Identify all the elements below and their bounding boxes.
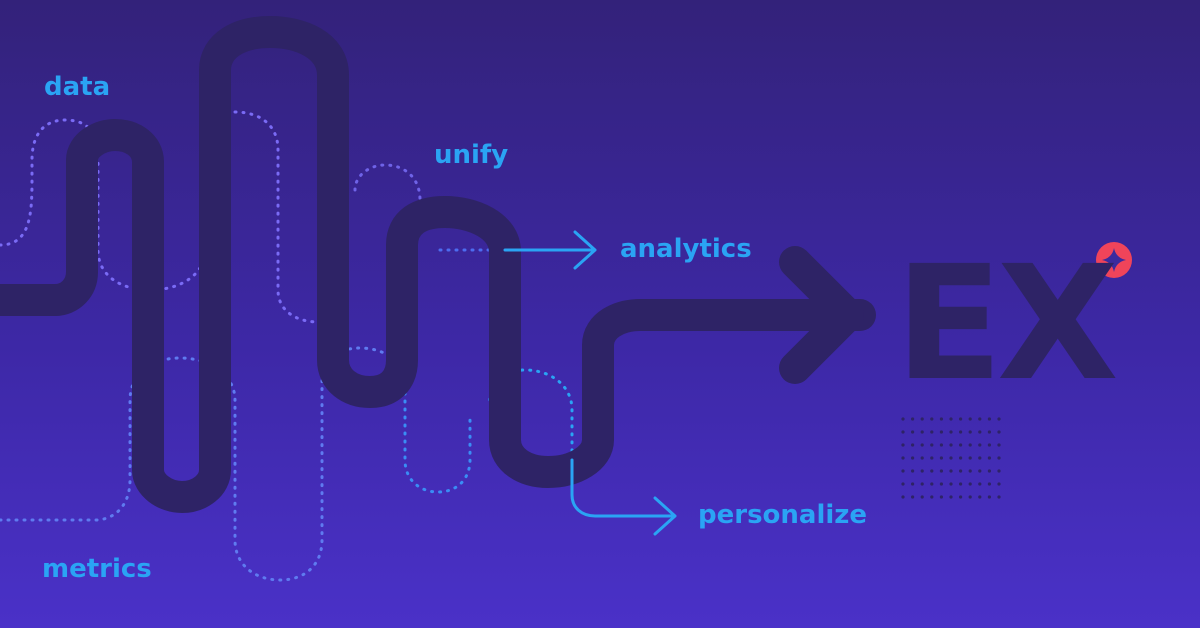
main-winding-path [0,16,876,513]
grid-dot [901,443,905,447]
label-analytics: analytics [620,234,752,264]
grid-dot [930,482,934,486]
grid-dot [949,430,953,434]
grid-dot [920,469,924,473]
grid-dot [987,469,992,473]
grid-dot [930,443,934,447]
label-metrics: metrics [42,554,152,584]
grid-dot [949,417,953,421]
grid-dot [920,443,924,447]
grid-dot [987,495,992,499]
grid-dot [920,430,924,434]
grid-dot [949,443,953,447]
grid-dot [968,469,972,473]
dot-grid [901,417,1001,499]
grid-dot [997,430,1001,434]
grid-dot [987,482,992,486]
grid-dot [911,469,915,473]
grid-dot [901,495,905,499]
grid-dot [959,456,963,460]
grid-dot [959,417,963,421]
grid-dot [930,417,934,421]
dotted-loop-mid [403,383,472,494]
dotted-loop-top [233,110,320,324]
grid-dot [959,443,963,447]
grid-dot [911,430,915,434]
grid-dot [939,495,944,499]
grid-dot [939,469,944,473]
grid-dot [939,430,944,434]
grid-dot [901,469,905,473]
grid-dot [959,469,963,473]
grid-dot [939,456,944,460]
grid-dot [959,495,963,499]
grid-dot [911,482,915,486]
grid-dot [959,482,963,486]
grid-dot [987,430,992,434]
grid-dot [997,456,1001,460]
grid-dot [968,495,972,499]
grid-dot [978,469,982,473]
grid-dot [978,456,982,460]
arrow-right-icon [570,458,677,536]
label-unify: unify [434,140,509,170]
grid-dot [949,482,953,486]
grid-dot [997,469,1001,473]
grid-dot [901,430,905,434]
grid-dot [911,417,915,421]
main-arrow-head [779,246,864,384]
grid-dot [997,443,1001,447]
grid-dot [978,417,982,421]
grid-dot [997,482,1001,486]
grid-dot [930,469,934,473]
grid-dot [997,495,1001,499]
grid-dot [911,443,915,447]
grid-dot [987,417,992,421]
grid-dot [901,417,905,421]
grid-dot [949,495,953,499]
grid-dot [930,495,934,499]
grid-dot [949,456,953,460]
grid-dot [920,482,924,486]
grid-dot [920,456,924,460]
grid-dot [901,456,905,460]
sparkle-star-icon [1096,242,1132,278]
grid-dot [920,417,924,421]
grid-dot [939,443,944,447]
grid-dot [968,417,972,421]
grid-dot [911,495,915,499]
grid-dot [911,456,915,460]
grid-dot [920,495,924,499]
label-personalize: personalize [698,500,868,530]
grid-dot [987,443,992,447]
grid-dot [968,443,972,447]
grid-dot [968,456,972,460]
label-data: data [44,72,111,102]
grid-dot [978,482,982,486]
ex-logo: EX [895,232,1119,416]
grid-dot [930,456,934,460]
grid-dot [959,430,963,434]
grid-dot [997,417,1001,421]
grid-dot [939,482,944,486]
grid-dot [978,443,982,447]
grid-dot [930,430,934,434]
dotted-loop-unify [353,163,422,217]
grid-dot [901,482,905,486]
grid-dot [987,456,992,460]
grid-dot [949,469,953,473]
arrow-right-icon [503,230,597,270]
grid-dot [968,482,972,486]
grid-dot [939,417,944,421]
grid-dot [968,430,972,434]
grid-dot [978,495,982,499]
grid-dot [978,430,982,434]
